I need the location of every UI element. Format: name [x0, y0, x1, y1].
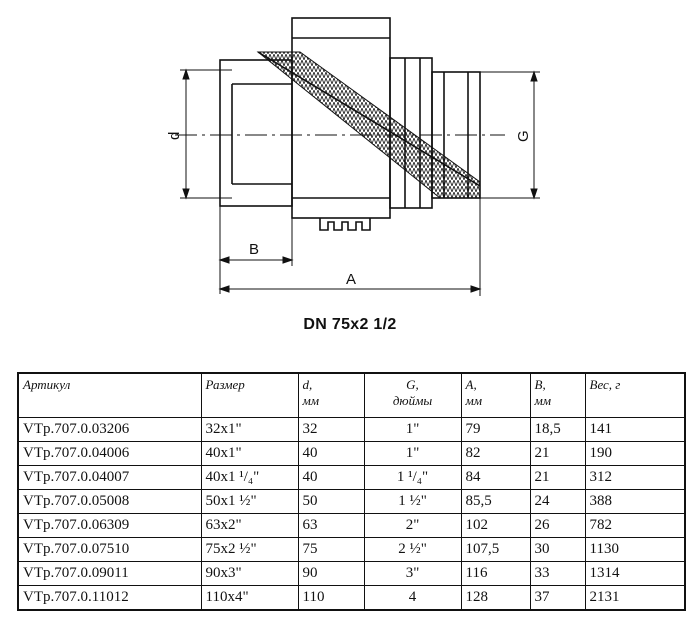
cell-weight: 141 [584, 417, 686, 442]
cell-a: 82 [460, 441, 531, 466]
cell-g: 2" [363, 513, 462, 538]
cell-size: 63x2" [200, 513, 299, 538]
cell-b: 26 [529, 513, 586, 538]
cell-weight: 782 [584, 513, 686, 538]
cell-a: 84 [460, 465, 531, 490]
cell-g: 4 [363, 585, 462, 611]
cell-size: 32x1" [200, 417, 299, 442]
dimension-b [218, 206, 294, 294]
cell-size: 40x1 ¹/₄" [200, 465, 299, 490]
cell-weight: 312 [584, 465, 686, 490]
cell-article: VTp.707.0.07510 [17, 537, 202, 562]
cell-g: 1" [363, 417, 462, 442]
header-article: Артикул [17, 372, 202, 418]
cell-size: 40x1" [200, 441, 299, 466]
cell-a: 128 [460, 585, 531, 611]
header-b: B,мм [529, 372, 586, 418]
table-row: VTp.707.0.05008 50x1 ½" 50 1 ½" 85,5 24 … [17, 489, 686, 514]
cell-d: 63 [297, 513, 365, 538]
cell-a: 102 [460, 513, 531, 538]
cell-article: VTp.707.0.06309 [17, 513, 202, 538]
cell-b: 24 [529, 489, 586, 514]
cell-d: 75 [297, 537, 365, 562]
table-row: VTp.707.0.06309 63x2" 63 2" 102 26 782 [17, 513, 686, 538]
cell-size: 90x3" [200, 561, 299, 586]
cell-d: 110 [297, 585, 365, 611]
cell-weight: 2131 [584, 585, 686, 611]
dimension-g-label: G [515, 130, 532, 142]
cell-size: 75x2 ½" [200, 537, 299, 562]
cell-weight: 190 [584, 441, 686, 466]
cell-b: 37 [529, 585, 586, 611]
cell-article: VTp.707.0.04007 [17, 465, 202, 490]
cell-g: 2 ½" [363, 537, 462, 562]
dimension-g [480, 70, 540, 200]
cell-b: 18,5 [529, 417, 586, 442]
cell-b: 30 [529, 537, 586, 562]
cell-weight: 388 [584, 489, 686, 514]
dn-caption: DN 75x2 1/2 [303, 316, 397, 333]
cell-b: 21 [529, 441, 586, 466]
cell-b: 33 [529, 561, 586, 586]
table-row: VTp.707.0.03206 32x1" 32 1" 79 18,5 141 [17, 417, 686, 442]
cell-size: 50x1 ½" [200, 489, 299, 514]
cell-article: VTp.707.0.03206 [17, 417, 202, 442]
table-header-row: Артикул Размер d,мм G,дюймы A,мм B,мм Ве… [17, 372, 686, 418]
cell-article: VTp.707.0.09011 [17, 561, 202, 586]
cell-d: 50 [297, 489, 365, 514]
cell-g: 1 ¹/₄" [363, 465, 462, 490]
table-row: VTp.707.0.04007 40x1 ¹/₄" 40 1 ¹/₄" 84 2… [17, 465, 686, 490]
dimension-d [180, 68, 232, 200]
cell-article: VTp.707.0.04006 [17, 441, 202, 466]
cell-d: 40 [297, 441, 365, 466]
table-row: VTp.707.0.11012 110x4" 110 4 128 37 2131 [17, 585, 686, 611]
spec-table: Артикул Размер d,мм G,дюймы A,мм B,мм Ве… [17, 372, 686, 611]
cell-d: 90 [297, 561, 365, 586]
cell-size: 110x4" [200, 585, 299, 611]
cell-a: 107,5 [460, 537, 531, 562]
cell-weight: 1130 [584, 537, 686, 562]
cell-article: VTp.707.0.05008 [17, 489, 202, 514]
cell-b: 21 [529, 465, 586, 490]
header-size: Размер [200, 372, 299, 418]
table-row: VTp.707.0.04006 40x1" 40 1" 82 21 190 [17, 441, 686, 466]
header-a: A,мм [460, 372, 531, 418]
header-weight: Вес, г [584, 372, 686, 418]
header-g: G,дюймы [363, 372, 462, 418]
dimension-a [218, 198, 482, 296]
dimension-d-label: d [166, 132, 183, 140]
thread-section [256, 51, 481, 199]
cell-g: 1 ½" [363, 489, 462, 514]
table-row: VTp.707.0.09011 90x3" 90 3" 116 33 1314 [17, 561, 686, 586]
dimension-b-label: B [249, 241, 259, 258]
cell-weight: 1314 [584, 561, 686, 586]
cell-a: 79 [460, 417, 531, 442]
cell-a: 116 [460, 561, 531, 586]
table-row: VTp.707.0.07510 75x2 ½" 75 2 ½" 107,5 30… [17, 537, 686, 562]
dimension-a-label: A [346, 271, 356, 288]
cell-d: 40 [297, 465, 365, 490]
cell-d: 32 [297, 417, 365, 442]
cell-g: 1" [363, 441, 462, 466]
header-d: d,мм [297, 372, 365, 418]
cell-article: VTp.707.0.11012 [17, 585, 202, 611]
cell-g: 3" [363, 561, 462, 586]
fitting-drawing: d G B A [166, 17, 540, 296]
cell-a: 85,5 [460, 489, 531, 514]
